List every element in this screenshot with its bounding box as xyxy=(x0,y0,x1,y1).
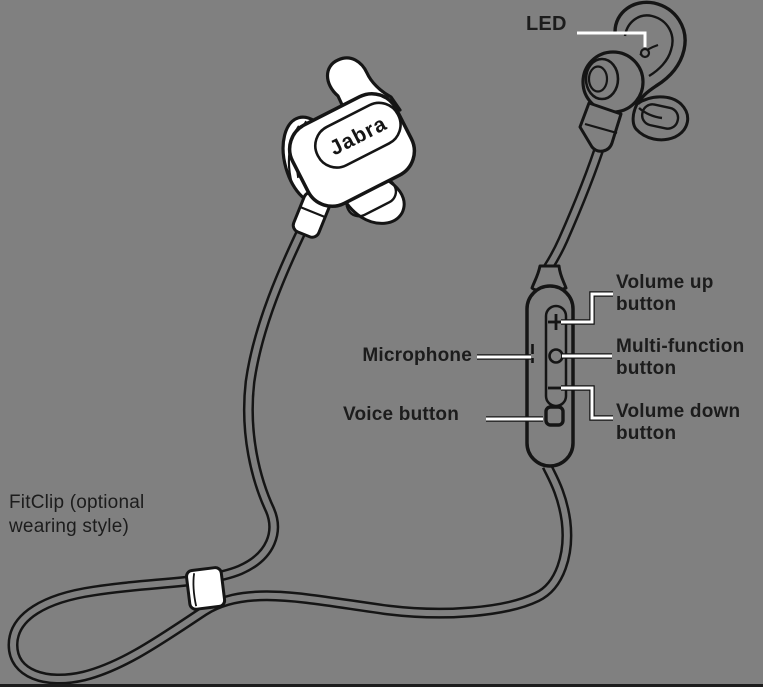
led-label: LED xyxy=(526,13,567,35)
page-bottom-edge xyxy=(0,684,763,687)
microphone-label: Microphone xyxy=(362,345,472,366)
left-earbud: Jabra xyxy=(281,56,417,239)
control-pod xyxy=(525,264,575,468)
right-strain-relief xyxy=(578,101,623,153)
leader-lines xyxy=(477,31,651,422)
volume-up-leader-line xyxy=(561,292,613,324)
multi-function-label: Multi-function button xyxy=(616,336,745,379)
led-indicator xyxy=(639,47,651,59)
volume-down-label: Volume down button xyxy=(616,401,741,444)
right-earbud-wing xyxy=(613,0,687,105)
right-earbud xyxy=(578,0,690,153)
cable-main-inner xyxy=(9,226,570,682)
jabra-logo-plate xyxy=(314,101,402,169)
fitclip-label: FitClip (optional wearing style) xyxy=(9,492,145,537)
cable xyxy=(7,138,608,685)
right-earbud-support xyxy=(631,95,690,142)
voice-button-label: Voice button xyxy=(343,404,460,425)
led-leader-line xyxy=(577,31,647,47)
voice-button xyxy=(544,405,565,427)
fitclip xyxy=(184,566,227,611)
volume-up-label: Volume up button xyxy=(616,272,714,315)
cable-right-inner xyxy=(543,139,605,273)
volume-down-leader-line xyxy=(561,386,613,420)
